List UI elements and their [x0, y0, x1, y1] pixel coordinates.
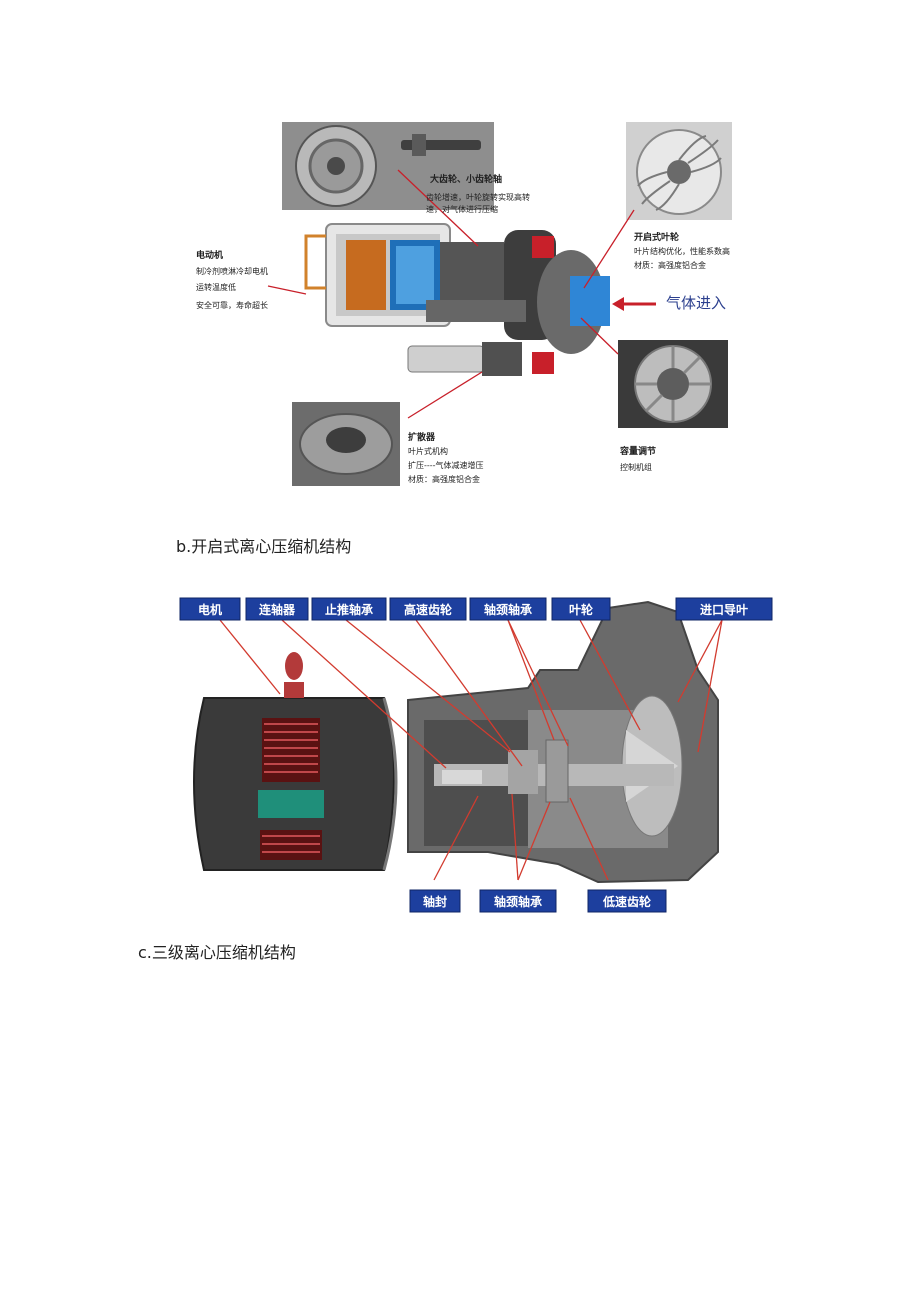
compressor-casing: [407, 600, 719, 884]
capacity-title: 容量调节: [619, 445, 656, 457]
leader-lines: [219, 619, 723, 881]
gas-inlet-arrow: [612, 297, 656, 311]
gas-inlet-label: 气体进入: [666, 294, 726, 312]
svg-text:轴封: 轴封: [423, 894, 447, 909]
svg-text:止推轴承: 止推轴承: [325, 602, 373, 617]
tag-thrust-bearing: 止推轴承: [311, 597, 387, 621]
svg-text:轴颈轴承: 轴颈轴承: [484, 602, 532, 617]
diffuser-desc-1: 叶片式机构: [408, 446, 448, 456]
electric-motor: [193, 652, 398, 871]
gear-photo: [282, 122, 494, 210]
gear-desc-1: 齿轮增速，叶轮旋转实现高转: [426, 192, 530, 202]
tag-shaft-seal: 轴封: [409, 889, 461, 913]
motor-desc-2: 运转温度低: [196, 282, 236, 292]
motor-title: 电动机: [196, 249, 223, 261]
capacity-desc-1: 控制机组: [620, 462, 652, 472]
figure-c-caption: c.三级离心压缩机结构: [138, 943, 296, 962]
diffuser-desc-2: 扩压----气体减速增压: [408, 460, 484, 470]
tag-journal-bearing-bottom: 轴颈轴承: [479, 889, 557, 913]
diffuser-ring-photo: [618, 340, 728, 428]
motor-desc-1: 制冷剂喷淋冷却电机: [196, 266, 268, 276]
diffuser-casting-photo: [292, 402, 400, 486]
leader-lines: [267, 169, 635, 419]
impeller-desc-1: 叶片结构优化，性能系数高: [634, 246, 730, 256]
three-stage-compressor-figure: 电机 连轴器 止推轴承 高速齿轮 轴颈轴承 叶轮 进口导叶: [178, 590, 776, 920]
impeller-photo: [626, 122, 732, 220]
svg-text:叶轮: 叶轮: [569, 602, 594, 617]
compressor-cutaway: [304, 223, 610, 376]
svg-text:进口导叶: 进口导叶: [700, 602, 748, 617]
tag-motor: 电机: [179, 597, 241, 621]
svg-text:低速齿轮: 低速齿轮: [602, 894, 652, 909]
open-centrifugal-compressor-figure: 大齿轮、小齿轮轴 齿轮增速，叶轮旋转实现高转 速，对气体进行压缩 电动机 制冷剂…: [186, 118, 768, 486]
diffuser-title: 扩散器: [408, 431, 436, 443]
tag-journal-bearing: 轴颈轴承: [469, 597, 547, 621]
svg-text:电机: 电机: [198, 602, 222, 617]
svg-text:高速齿轮: 高速齿轮: [404, 602, 453, 617]
figure-b-caption: b.开启式离心压缩机结构: [176, 537, 352, 556]
tag-impeller: 叶轮: [551, 597, 611, 621]
motor-desc-3: 安全可靠，寿命超长: [196, 300, 268, 310]
tag-coupling: 连轴器: [245, 597, 309, 621]
gear-desc-2: 速，对气体进行压缩: [426, 204, 498, 214]
tag-inlet-guide-vane: 进口导叶: [675, 597, 773, 621]
gear-title: 大齿轮、小齿轮轴: [430, 173, 502, 185]
impeller-title: 开启式叶轮: [634, 231, 679, 243]
impeller-desc-2: 材质：高强度铝合金: [634, 260, 706, 270]
tag-low-speed-gear: 低速齿轮: [587, 889, 667, 913]
diffuser-desc-3: 材质：高强度铝合金: [408, 474, 480, 484]
tag-high-speed-gear: 高速齿轮: [389, 597, 467, 621]
svg-text:轴颈轴承: 轴颈轴承: [494, 894, 542, 909]
svg-text:连轴器: 连轴器: [259, 602, 296, 617]
